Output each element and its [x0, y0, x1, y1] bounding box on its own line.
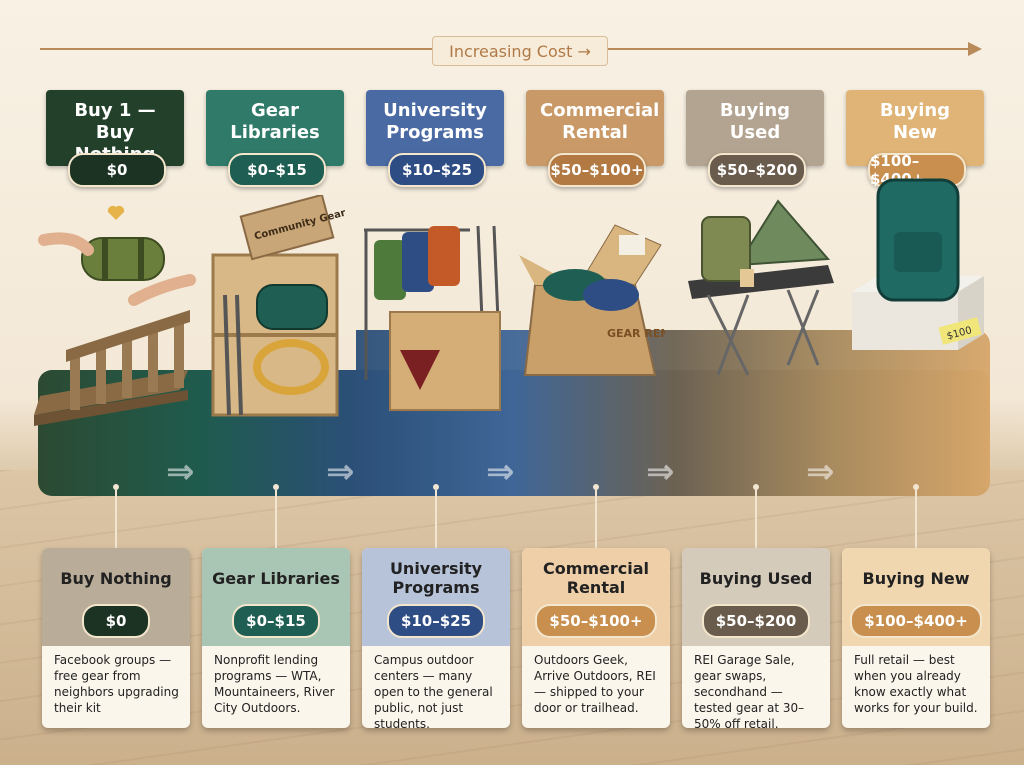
card-price-badge: $0 [82, 604, 150, 638]
chevron-right-icon: ⇒ [646, 452, 675, 492]
connector-line [755, 490, 757, 548]
duffel-bag-icon [256, 284, 328, 330]
card-header: Buying New $100–$400+ [842, 548, 990, 646]
tier-price-badge: $10–$25 [388, 153, 486, 187]
connector-dot [593, 484, 599, 490]
card-price-badge: $50–$100+ [535, 604, 657, 638]
card-title: University Programs [389, 559, 483, 597]
connector-line [275, 490, 277, 548]
connector-dot [433, 484, 439, 490]
card-header: Buying Used $50–$200 [682, 548, 830, 646]
card-header: Gear Libraries $0–$15 [202, 548, 350, 646]
connector-line [915, 490, 917, 548]
tier-label: Buying Used [719, 100, 791, 143]
connector-line [595, 490, 597, 548]
card-price-badge: $10–$25 [386, 604, 486, 638]
new-gear-illustration: $100 [852, 178, 984, 350]
tier-price-badge: $50–$100+ [548, 153, 646, 187]
progress-band [38, 370, 990, 496]
card-description: Full retail — best when you already know… [854, 653, 978, 715]
tier-price-badge: $0 [68, 153, 166, 187]
chevron-right-icon: ⇒ [486, 452, 515, 492]
option-card: Commercial Rental $50–$100+ Outdoors Geek,… [522, 548, 670, 728]
card-title: Buy Nothing [60, 568, 172, 588]
rental-box-text: GEAR RENTAL [607, 327, 665, 340]
card-price-badge: $50–$200 [701, 604, 811, 638]
gear-library-illustration: Community Gear Library [211, 195, 345, 417]
card-title: Gear Libraries [212, 568, 340, 588]
card-header: Buy Nothing $0 [42, 548, 190, 646]
tier-label: Commercial Rental [540, 100, 660, 143]
tier-label: University Programs [383, 100, 487, 143]
card-title: Buying Used [699, 568, 813, 588]
card-header: Commercial Rental $50–$100+ [522, 548, 670, 646]
tier-header: Commercial Rental [526, 90, 664, 166]
tier-price-badge: $0–$15 [228, 153, 326, 187]
chevron-right-icon: ⇒ [326, 452, 355, 492]
card-title: Commercial Rental [542, 559, 650, 597]
university-program-illustration [364, 225, 501, 411]
increasing-cost-label: Increasing Cost → [432, 36, 608, 66]
connector-dot [913, 484, 919, 490]
chevron-right-icon: ⇒ [806, 452, 835, 492]
rope-icon [253, 339, 329, 395]
heart-icon [107, 205, 125, 220]
card-price-badge: $100–$400+ [850, 604, 982, 638]
pennant-icon [400, 350, 440, 390]
card-description: REI Garage Sale, gear swaps, secondhand … [694, 653, 805, 728]
backpack-icon [402, 232, 434, 292]
chevron-right-icon: ⇒ [166, 452, 195, 492]
rental-box-illustration: GEAR RENTAL [519, 224, 665, 376]
card-description: Nonprofit lending programs — WTA, Mounta… [214, 653, 335, 715]
sleeping-bag-icon [81, 237, 165, 281]
backpack-icon [374, 240, 406, 300]
backpack-icon [701, 216, 751, 282]
tier-label: Buying New [879, 100, 951, 143]
shipping-label-icon [619, 235, 645, 255]
tent-icon [736, 199, 831, 267]
sleeping-bag-icon [583, 279, 639, 311]
connector-line [435, 490, 437, 548]
connector-dot [273, 484, 279, 490]
card-title: Buying New [862, 568, 970, 588]
card-description: Facebook groups — free gear from neighbo… [54, 653, 179, 715]
cost-arrowhead-icon [968, 42, 982, 56]
tier-label: Gear Libraries [230, 100, 320, 143]
card-description: Campus outdoor centers — many open to th… [374, 653, 493, 728]
card-description: Outdoors Geek, Arrive Outdoors, REI — sh… [534, 653, 656, 715]
tier-price-badge: $50–$200 [708, 153, 806, 187]
tier-header: Gear Libraries [206, 90, 344, 166]
price-tag-icon [938, 317, 982, 345]
option-card: Buying New $100–$400+ Full retail — best w… [842, 548, 990, 728]
connector-line [115, 490, 117, 548]
used-gear-illustration [688, 199, 834, 376]
trekking-pole-icon [223, 294, 231, 416]
connector-dot [753, 484, 759, 490]
backpack-icon [428, 226, 460, 286]
card-price-badge: $0–$15 [232, 604, 320, 638]
price-tag-icon [740, 269, 754, 287]
card-header: University Programs $10–$25 [362, 548, 510, 646]
connector-dot [113, 484, 119, 490]
buy-nothing-illustration [34, 205, 196, 426]
